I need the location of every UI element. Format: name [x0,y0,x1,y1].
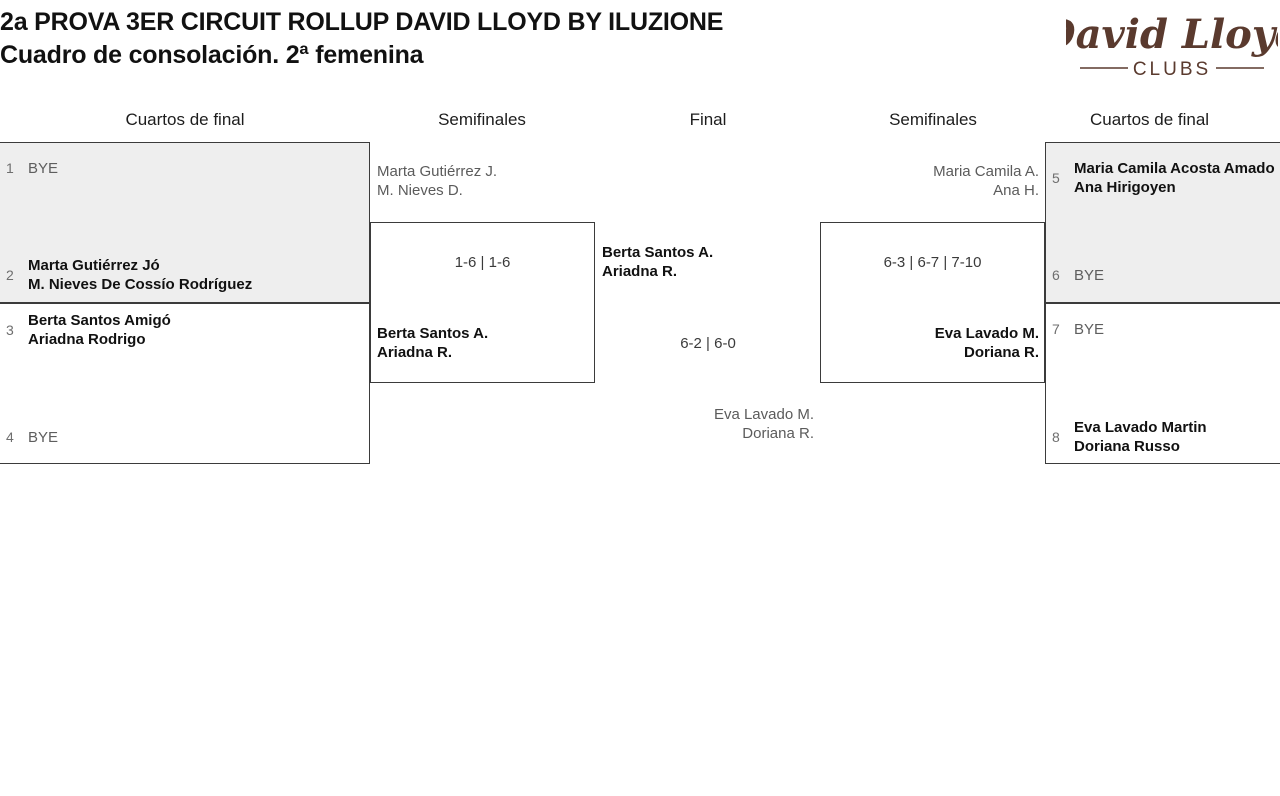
score-final: 6-2 | 6-0 [680,335,736,352]
player-line: BYE [28,160,59,177]
svg-text:CLUBS: CLUBS [1133,59,1211,80]
player-line: BYE [28,429,59,446]
player-line: Ariadna Rodrigo [28,331,146,348]
seed-number: 4 [6,429,14,445]
header-semifinals-right: Semifinales [889,110,977,129]
player-line: BYE [1074,267,1105,284]
player-names: BYE [1074,266,1104,285]
player-names: Berta Santos Amigó Ariadna Rodrigo [28,311,171,349]
score-sf-left: 1-6 | 1-6 [454,254,511,271]
slot-seed-3[interactable]: 3 Berta Santos Amigó Ariadna Rodrigo [6,311,366,349]
player-line: Ana Hirigoyen [1074,179,1176,196]
header-semifinals-left: Semifinales [438,110,526,129]
player-line: Marta Gutiérrez Jó [28,257,160,274]
header-final: Final [689,110,727,129]
seed-number: 3 [6,322,14,338]
player-names: BYE [28,428,58,447]
seed-number: 2 [6,267,14,283]
player-line: Eva Lavado Martin [1074,419,1207,436]
match-box-qf-left-2[interactable] [0,303,370,464]
seed-number: 6 [1052,267,1060,283]
slot-seed-6[interactable]: 6 BYE [1052,266,1280,285]
match-box-sf-left[interactable] [370,222,595,383]
player-names: BYE [1074,320,1104,339]
player-line: Ariadna R. [602,263,678,280]
sf-left-bottom-entry[interactable]: Berta Santos A. Ariadna R. [377,324,488,362]
seed-number: 5 [1052,170,1060,186]
player-line: Berta Santos A. [602,244,714,261]
match-box-qf-left-1[interactable] [0,142,370,303]
match-box-qf-right-2[interactable] [1045,303,1280,464]
player-line: Doriana R. [963,344,1039,361]
sf-left-top-entry[interactable]: Marta Gutiérrez J. M. Nieves D. [377,162,497,200]
player-line: Eva Lavado M. [713,406,814,423]
title-line-2: Cuadro de consolación. 2ª femenina [0,41,424,69]
slot-seed-4[interactable]: 4 BYE [6,428,366,447]
player-line: Doriana Russo [1074,438,1180,455]
player-line: Maria Camila A. [933,163,1039,180]
seed-number: 8 [1052,429,1060,445]
match-box-qf-right-1[interactable] [1045,142,1280,303]
slot-seed-7[interactable]: 7 BYE [1052,320,1280,339]
final-bottom-entry[interactable]: Eva Lavado M. Doriana R. [595,405,814,443]
player-line: Doriana R. [742,425,814,442]
sf-right-top-entry[interactable]: Maria Camila A. Ana H. [820,162,1039,200]
score-sf-right: 6-3 | 6-7 | 7-10 [883,254,982,271]
player-line: Eva Lavado M. [934,325,1039,342]
player-names: Maria Camila Acosta Amado Ana Hirigoyen [1074,159,1275,197]
player-line: M. Nieves D. [377,182,463,199]
slot-seed-8[interactable]: 8 Eva Lavado Martin Doriana Russo [1052,418,1280,456]
player-line: Marta Gutiérrez J. [377,163,498,180]
match-box-sf-right[interactable] [820,222,1045,383]
player-names: Eva Lavado Martin Doriana Russo [1074,418,1207,456]
seed-number: 1 [6,160,14,176]
page-title: 2a PROVA 3ER CIRCUIT ROLLUP DAVID LLOYD … [0,6,860,72]
sf-right-bottom-entry[interactable]: Eva Lavado M. Doriana R. [820,324,1039,362]
final-top-entry[interactable]: Berta Santos A. Ariadna R. [602,243,713,281]
player-line: M. Nieves De Cossío Rodríguez [28,276,253,293]
slot-seed-1[interactable]: 1 BYE [6,159,366,178]
seed-number: 7 [1052,321,1060,337]
slot-seed-2[interactable]: 2 Marta Gutiérrez Jó M. Nieves De Cossío… [6,256,366,294]
title-line-1: 2a PROVA 3ER CIRCUIT ROLLUP DAVID LLOYD … [0,8,724,36]
player-names: BYE [28,159,58,178]
header-quarterfinals-right: Cuartos de final [1090,110,1210,129]
header-quarterfinals-left: Cuartos de final [125,110,245,129]
player-names: Marta Gutiérrez Jó M. Nieves De Cossío R… [28,256,252,294]
player-line: Ariadna R. [377,344,453,361]
player-line: BYE [1074,321,1105,338]
svg-text:David Lloyd: David Lloyd [1066,11,1278,58]
david-lloyd-logo: David Lloyd CLUBS [1066,0,1278,86]
slot-seed-5[interactable]: 5 Maria Camila Acosta Amado Ana Hirigoye… [1052,159,1280,197]
player-line: Maria Camila Acosta Amado [1074,160,1275,177]
player-line: Berta Santos Amigó [28,312,171,329]
player-line: Ana H. [993,182,1039,199]
player-line: Berta Santos A. [377,325,489,342]
